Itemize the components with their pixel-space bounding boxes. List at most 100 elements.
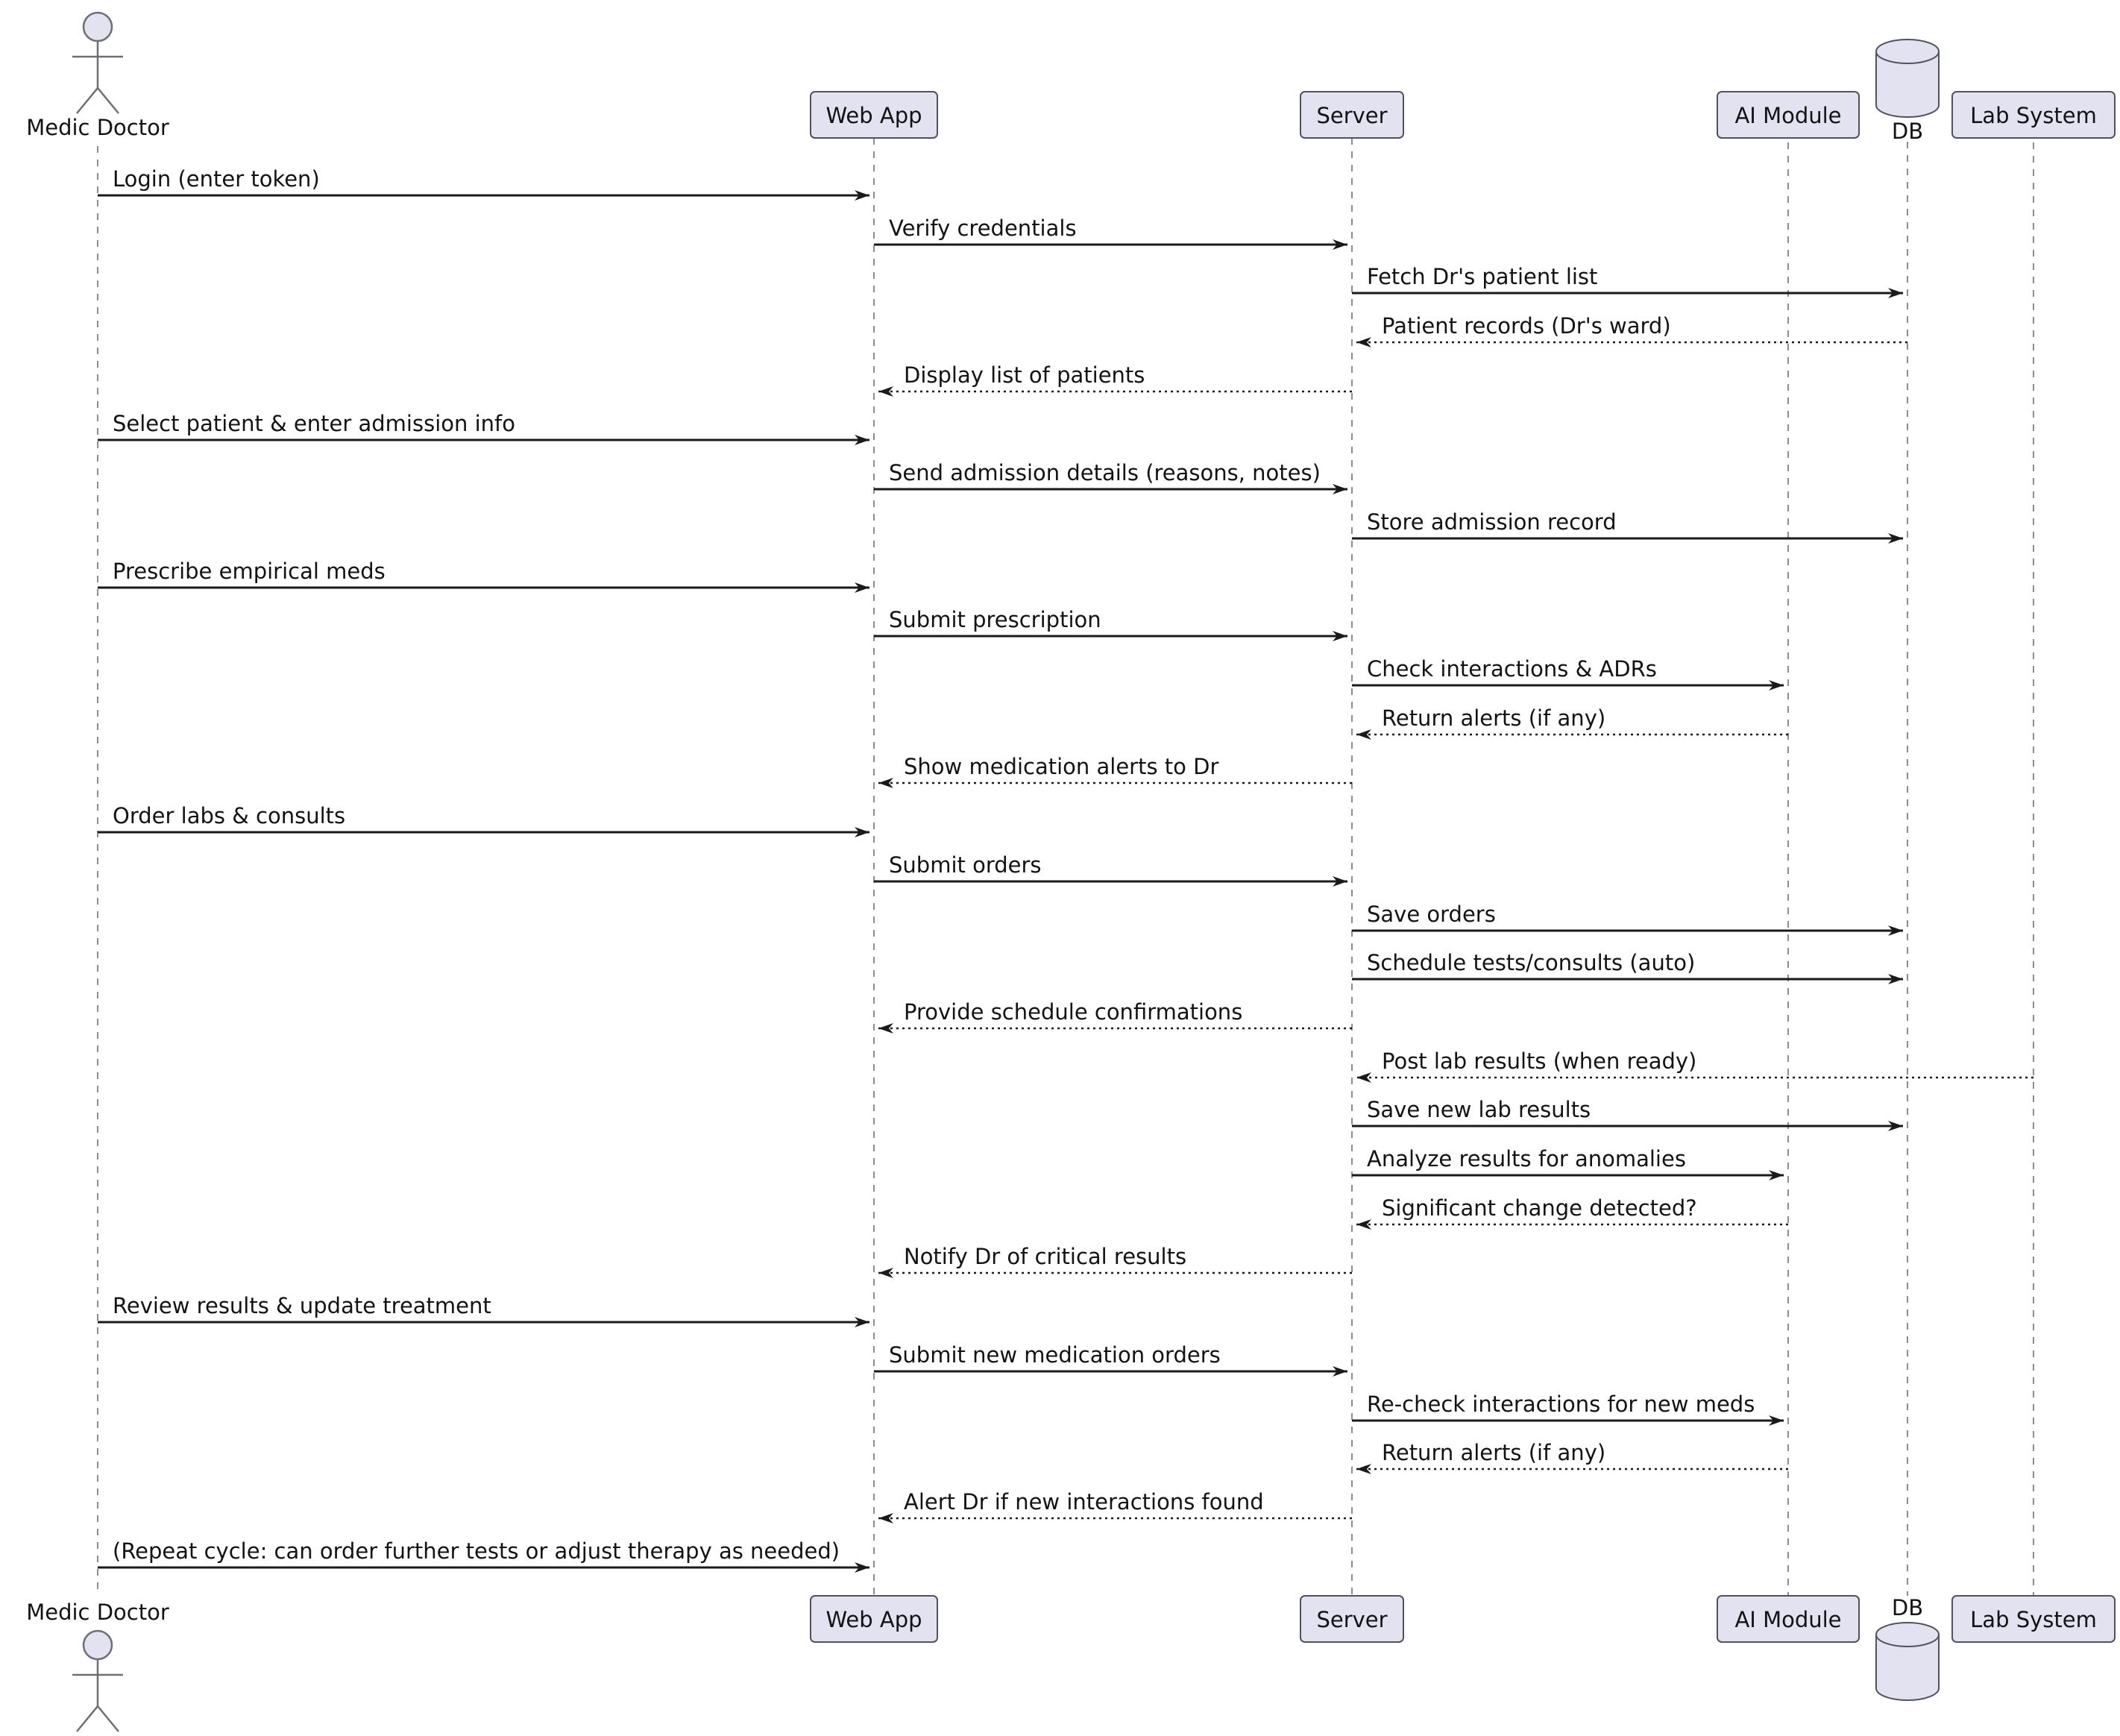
message-label: Analyze results for anomalies (1367, 1146, 1686, 1172)
message-label: Verify credentials (889, 216, 1077, 241)
participant-label: Medic Doctor (26, 1600, 169, 1625)
message-label: Submit orders (889, 852, 1042, 878)
message-label: Store admission record (1367, 509, 1617, 535)
participant-label: Server (1316, 103, 1387, 128)
actor-leg-left (76, 1705, 98, 1732)
message-label: Return alerts (if any) (1382, 705, 1605, 731)
message-25: Submit new medication orders (874, 1342, 1347, 1377)
message-7: Send admission details (reasons, notes) (874, 460, 1347, 494)
actor-icon (72, 11, 123, 114)
message-12: Return alerts (if any) (1356, 705, 1788, 740)
message-9: Prescribe empirical meds (98, 559, 869, 593)
participant-box (1951, 1595, 2116, 1643)
participant-label: Lab System (1970, 1607, 2097, 1632)
actor-icon (72, 1629, 123, 1732)
message-29: (Repeat cycle: can order further tests o… (98, 1538, 869, 1573)
message-label: Notify Dr of critical results (904, 1244, 1186, 1269)
participant-lab-system-top: Lab System (1951, 91, 2116, 139)
participant-server-bottom: Server (1300, 1595, 1404, 1643)
message-8: Store admission record (1352, 509, 1903, 544)
message-label: Display list of patients (904, 362, 1145, 388)
message-3: Fetch Dr's patient list (1352, 264, 1903, 298)
message-label: Save new lab results (1367, 1097, 1591, 1122)
participant-server-top: Server (1300, 91, 1404, 139)
participant-box (1951, 91, 2116, 139)
cylinder-body (1875, 51, 1940, 118)
message-4: Patient records (Dr's ward) (1356, 313, 1907, 347)
cylinder-body (1875, 1635, 1940, 1701)
database-cylinder-icon (1875, 1622, 1940, 1701)
message-28: Alert Dr if new interactions found (878, 1489, 1352, 1523)
actor-leg-right (97, 87, 119, 114)
message-11: Check interactions & ADRs (1352, 656, 1784, 691)
message-2: Verify credentials (874, 216, 1347, 250)
message-17: Schedule tests/consults (auto) (1352, 950, 1903, 984)
message-label: Post lab results (when ready) (1382, 1048, 1696, 1074)
database-cylinder-icon (1875, 39, 1940, 118)
message-label: Show medication alerts to Dr (904, 754, 1218, 779)
message-1: Login (enter token) (98, 166, 869, 201)
message-label: Prescribe empirical meds (113, 559, 386, 584)
participant-label: AI Module (1734, 103, 1841, 128)
message-label: Provide schedule confirmations (904, 999, 1242, 1025)
message-label: Re-check interactions for new meds (1367, 1391, 1755, 1417)
participant-box (1300, 91, 1404, 139)
participant-label: Web App (825, 1607, 922, 1632)
participant-box (810, 91, 938, 139)
participant-medic-doctor-top: Medic Doctor (26, 11, 169, 140)
message-10: Submit prescription (874, 607, 1347, 641)
message-label: Submit prescription (889, 607, 1101, 632)
participant-label: DB (1892, 1595, 1923, 1620)
cylinder-top (1875, 1622, 1940, 1647)
participant-web-app-top: Web App (810, 91, 938, 139)
message-19: Post lab results (when ready) (1356, 1048, 2033, 1083)
participant-web-app-bottom: Web App (810, 1595, 938, 1643)
participant-ai-module-bottom: AI Module (1717, 1595, 1860, 1643)
message-5: Display list of patients (878, 362, 1352, 397)
actor-leg-left (76, 87, 98, 114)
message-13: Show medication alerts to Dr (878, 754, 1352, 788)
participant-label: DB (1892, 119, 1923, 144)
actor-head (82, 1629, 113, 1661)
message-label: Submit new medication orders (889, 1342, 1221, 1368)
participant-box (1717, 1595, 1860, 1643)
message-22: Significant change detected? (1356, 1195, 1788, 1230)
participant-ai-module-top: AI Module (1717, 91, 1860, 139)
participant-box (1300, 1595, 1404, 1643)
message-label: Check interactions & ADRs (1367, 656, 1657, 682)
participant-label: Web App (825, 103, 922, 128)
message-6: Select patient & enter admission info (98, 411, 869, 445)
participant-db-bottom: DB (1875, 1595, 1940, 1701)
message-label: Order labs & consults (113, 803, 345, 828)
message-14: Order labs & consults (98, 803, 869, 837)
message-23: Notify Dr of critical results (878, 1244, 1352, 1278)
message-26: Re-check interactions for new meds (1352, 1391, 1784, 1426)
message-27: Return alerts (if any) (1356, 1440, 1788, 1474)
participant-label: Server (1316, 1607, 1387, 1632)
message-label: Fetch Dr's patient list (1367, 264, 1597, 289)
message-label: Significant change detected? (1382, 1195, 1697, 1221)
message-label: Alert Dr if new interactions found (904, 1489, 1264, 1515)
message-18: Provide schedule confirmations (878, 999, 1352, 1034)
participant-box (1717, 91, 1860, 139)
message-21: Analyze results for anomalies (1352, 1146, 1784, 1180)
message-label: Login (enter token) (113, 166, 320, 192)
participant-label: Medic Doctor (26, 115, 169, 140)
message-label: Schedule tests/consults (auto) (1367, 950, 1695, 975)
message-label: Save orders (1367, 902, 1496, 927)
message-label: Patient records (Dr's ward) (1382, 313, 1671, 339)
cylinder-top (1875, 39, 1940, 64)
message-label: (Repeat cycle: can order further tests o… (113, 1538, 840, 1564)
participant-medic-doctor-bottom: Medic Doctor (26, 1600, 169, 1732)
message-20: Save new lab results (1352, 1097, 1903, 1131)
messages: Login (enter token) Verify credentials F… (98, 166, 2033, 1573)
actor-head (82, 11, 113, 43)
message-16: Save orders (1352, 902, 1903, 936)
message-label: Return alerts (if any) (1382, 1440, 1605, 1465)
message-15: Submit orders (874, 852, 1347, 887)
participant-db-top: DB (1875, 39, 1940, 144)
participant-label: Lab System (1970, 103, 2097, 128)
participant-label: AI Module (1734, 1607, 1841, 1632)
lifelines (97, 138, 2034, 1596)
message-24: Review results & update treatment (98, 1293, 869, 1327)
